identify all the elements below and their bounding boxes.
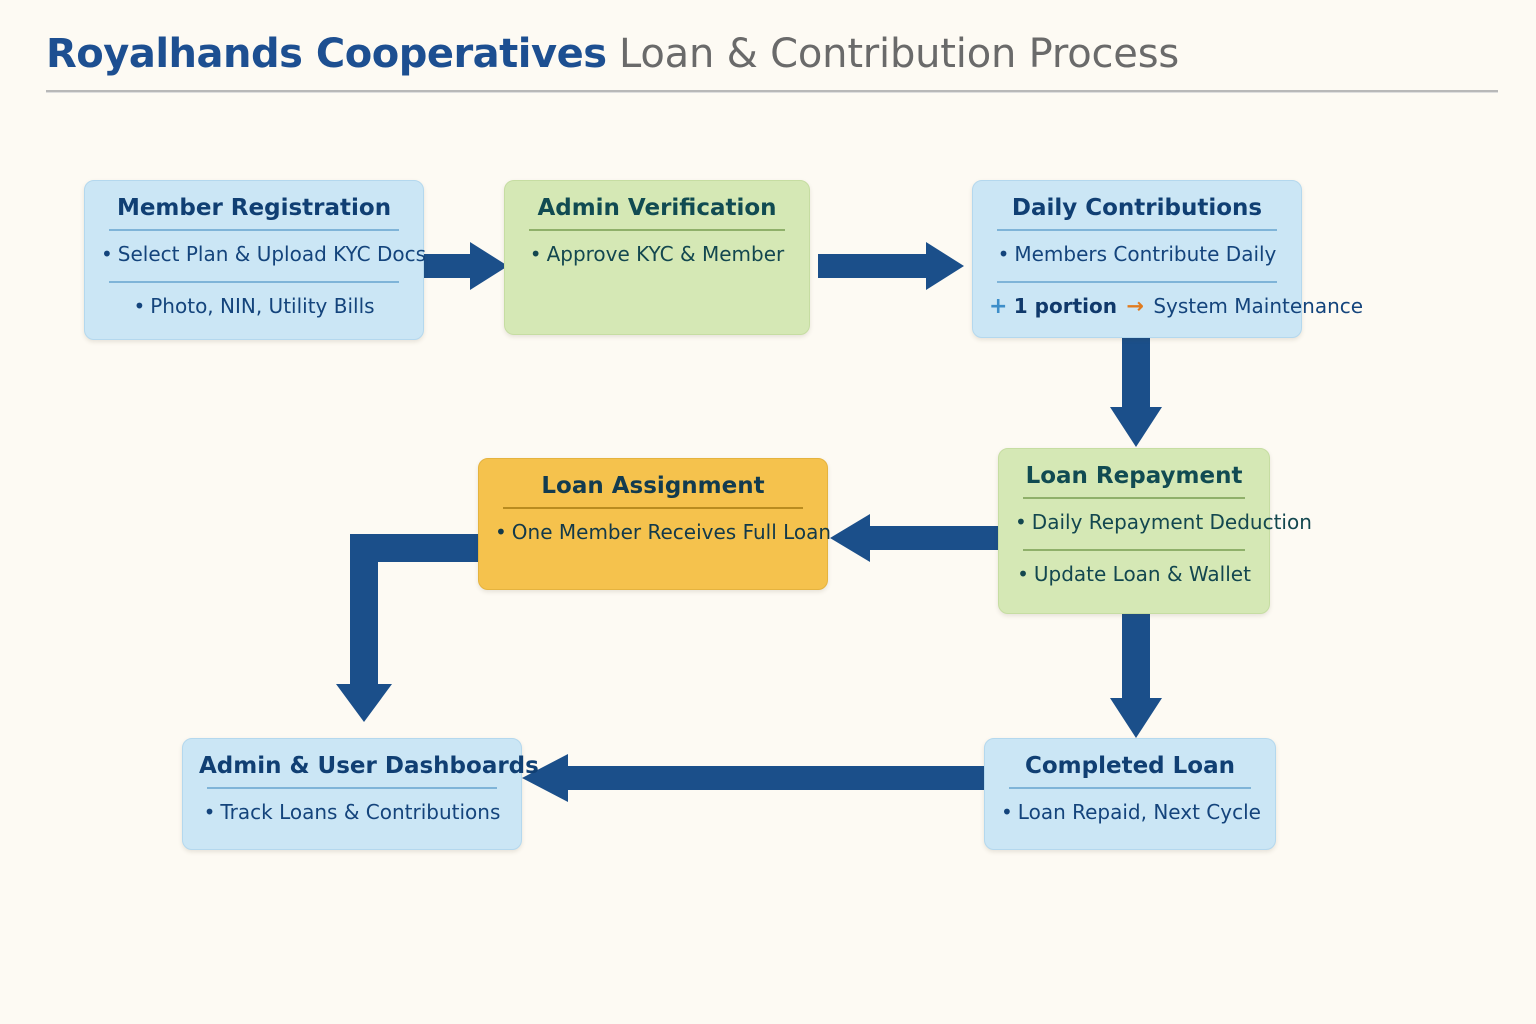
node-title-divider <box>109 229 399 231</box>
arrow-registration-to-verification <box>418 240 510 292</box>
arrow-contributions-to-repayment <box>1108 337 1164 449</box>
maintenance-note: + 1 portion → System Maintenance <box>989 283 1363 325</box>
node-loan-assignment[interactable]: Loan Assignment •One Member Receives Ful… <box>478 458 831 590</box>
node-item-text: Update Loan & Wallet <box>1033 562 1251 586</box>
node-title: Completed Loan <box>1024 753 1235 779</box>
node-title: Member Registration <box>116 195 392 221</box>
bullet-icon: • <box>101 242 113 266</box>
node-item-text: One Member Receives Full Loan <box>511 520 832 544</box>
node-title: Daily Contributions <box>1011 195 1263 221</box>
arrow-repayment-to-completed <box>1108 612 1164 740</box>
arrow-verification-to-contributions <box>818 240 966 292</box>
node-item-text: Loan Repaid, Next Cycle <box>1017 800 1261 824</box>
arrow-assignment-to-dashboards <box>336 518 492 724</box>
node-item: •Select Plan & Upload KYC Docs <box>101 231 426 275</box>
node-member-registration[interactable]: Member Registration •Select Plan & Uploa… <box>84 180 426 340</box>
bullet-icon: • <box>529 242 542 266</box>
node-item-text: Select Plan & Upload KYC Docs <box>117 242 427 266</box>
node-completed-loan[interactable]: Completed Loan •Loan Repaid, Next Cycle <box>984 738 1276 850</box>
node-daily-contributions[interactable]: Daily Contributions •Members Contribute … <box>972 180 1363 338</box>
node-admin-user-dashboards[interactable]: Admin & User Dashboards •Track Loans & C… <box>182 738 539 850</box>
node-title-divider <box>529 229 785 231</box>
node-item: •Track Loans & Contributions <box>199 789 505 833</box>
node-item: •Members Contribute Daily <box>989 231 1285 275</box>
node-item-text: Track Loans & Contributions <box>220 800 501 824</box>
node-title: Admin & User Dashboards <box>199 753 539 779</box>
bullet-icon: • <box>133 294 146 318</box>
plus-icon: + <box>989 294 1008 319</box>
node-item: •One Member Receives Full Loan <box>495 509 831 553</box>
node-loan-repayment[interactable]: Loan Repayment •Daily Repayment Deductio… <box>998 448 1312 614</box>
page-subtitle <box>607 31 620 77</box>
arrow-completed-to-dashboards <box>520 752 990 804</box>
subtitle-text: Loan & Contribution Process <box>619 31 1179 77</box>
node-item-divider <box>997 281 1277 283</box>
bullet-icon: • <box>203 800 216 824</box>
node-item-text: Approve KYC & Member <box>546 242 785 266</box>
node-item: •Approve KYC & Member <box>521 231 793 275</box>
page-title: Royalhands Cooperatives Loan & Contribut… <box>46 22 1496 86</box>
portion-amount: 1 portion <box>1013 294 1117 318</box>
page-header: Royalhands Cooperatives Loan & Contribut… <box>46 22 1498 93</box>
node-title-divider <box>1009 787 1251 789</box>
maintenance-target: System Maintenance <box>1153 294 1364 318</box>
node-item-text: Members Contribute Daily <box>1014 242 1277 266</box>
header-divider <box>46 90 1498 93</box>
brand-name: Royalhands Cooperatives <box>46 31 607 77</box>
bullet-icon: • <box>1015 510 1027 534</box>
node-item-divider <box>1023 549 1245 551</box>
node-title: Loan Repayment <box>1025 463 1243 489</box>
node-item: •Update Loan & Wallet <box>1015 551 1253 595</box>
node-title: Loan Assignment <box>541 473 765 499</box>
node-admin-verification[interactable]: Admin Verification •Approve KYC & Member <box>504 180 810 335</box>
node-item: •Daily Repayment Deduction <box>1015 499 1312 543</box>
node-item: •Photo, NIN, Utility Bills <box>101 283 407 327</box>
bullet-icon: • <box>997 242 1010 266</box>
bullet-icon: • <box>495 520 507 544</box>
node-item-text: Photo, NIN, Utility Bills <box>150 294 375 318</box>
node-item-divider <box>109 281 399 283</box>
arrow-repayment-to-assignment <box>828 512 1004 564</box>
bullet-icon: • <box>1001 800 1013 824</box>
bullet-icon: • <box>1017 562 1029 586</box>
node-title: Admin Verification <box>537 195 777 221</box>
node-title-divider <box>1023 497 1245 499</box>
node-item-text: Daily Repayment Deduction <box>1031 510 1312 534</box>
right-arrow-icon: → <box>1126 294 1144 318</box>
node-item: •Loan Repaid, Next Cycle <box>1001 789 1261 833</box>
node-title-divider <box>207 787 497 789</box>
node-title-divider <box>997 229 1277 231</box>
node-title-divider <box>503 507 803 509</box>
